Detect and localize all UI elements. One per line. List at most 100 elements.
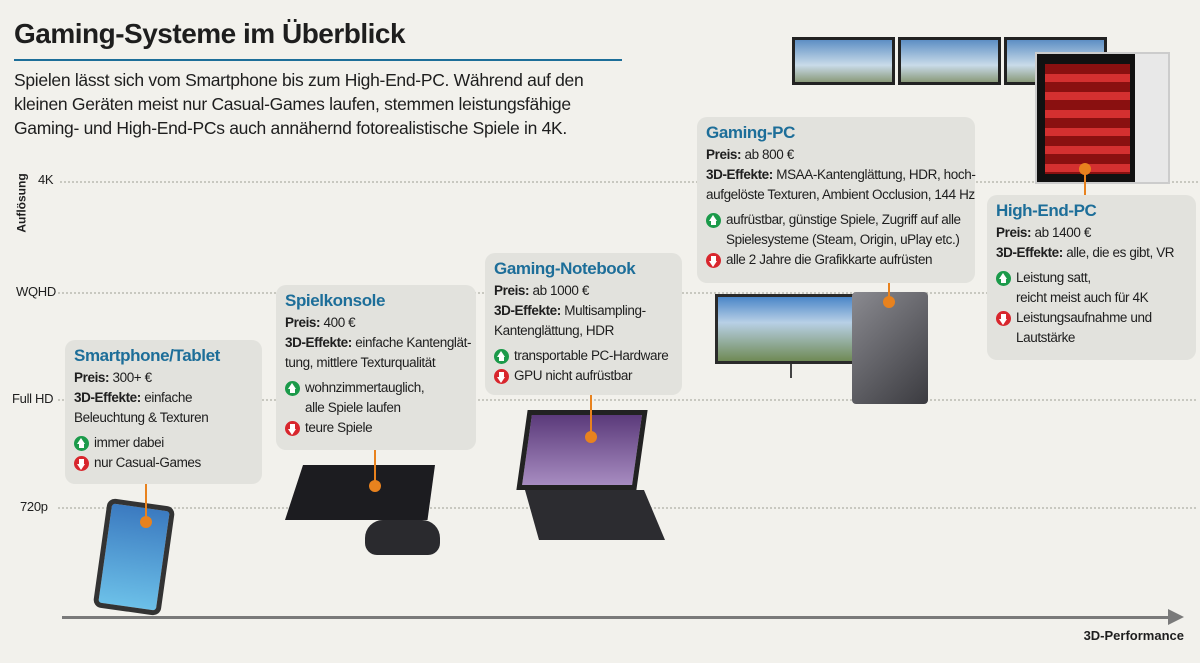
- con-text: nur Casual-Games: [94, 455, 201, 470]
- con-down-arrow-icon: [706, 253, 721, 268]
- connector: [590, 395, 592, 435]
- con-text: Lautstärke: [1016, 330, 1076, 345]
- effects-text: alle, die es gibt, VR: [1066, 245, 1175, 260]
- system-card-gaming-pc: Gaming-PC Preis: ab 800 € 3D-Effekte: MS…: [697, 117, 976, 283]
- connector: [374, 450, 376, 485]
- pro-item: transportable PC-Hardware: [494, 346, 673, 366]
- gridline-4k: [60, 181, 1198, 183]
- title-underline: [14, 59, 622, 61]
- controller-illustration: [365, 520, 440, 555]
- effects-text: Kantenglättung, HDR: [494, 323, 614, 338]
- effects-text: Beleuchtung & Texturen: [74, 410, 209, 425]
- gridline-fullhd: [58, 399, 1196, 401]
- con-text: alle 2 Jahre die Grafikkarte aufrüsten: [726, 252, 933, 267]
- effects-label: 3D-Effekte:: [74, 390, 141, 405]
- con-item: Leistungsaufnahme und: [996, 308, 1187, 328]
- pro-text: Leistung satt,: [1016, 270, 1091, 285]
- connector: [1084, 165, 1086, 195]
- effects-text: tung, mittlere Texturqualität: [285, 355, 436, 370]
- con-text: teure Spiele: [305, 420, 373, 435]
- intro-line: kleinen Geräten meist nur Casual-Games l…: [14, 94, 571, 114]
- card-title: Smartphone/Tablet: [74, 346, 220, 365]
- price-value: ab 800 €: [744, 147, 794, 162]
- pro-text: transportable PC-Hardware: [514, 348, 669, 363]
- x-axis-line: [62, 616, 1172, 619]
- card-title: Gaming-Notebook: [494, 259, 636, 278]
- con-text: GPU nicht aufrüstbar: [514, 368, 633, 383]
- connector: [145, 484, 147, 520]
- pro-up-arrow-icon: [494, 349, 509, 364]
- effects-label: 3D-Effekte:: [706, 167, 773, 182]
- pro-text: aufrüstbar, günstige Spiele, Zugriff auf…: [726, 212, 961, 227]
- pro-text: reicht meist auch für 4K: [1016, 290, 1149, 305]
- effects-text: MSAA-Kantenglättung, HDR, hoch-: [776, 167, 976, 182]
- pro-up-arrow-icon: [706, 213, 721, 228]
- pro-item: immer dabei: [74, 433, 253, 453]
- smartphone-illustration: [92, 497, 176, 617]
- con-item: teure Spiele: [285, 418, 467, 438]
- card-title: Spielkonsole: [285, 291, 386, 310]
- price-value: 300+ €: [112, 370, 152, 385]
- con-text: Leistungsaufnahme und: [1016, 310, 1152, 325]
- pro-text: wohnzimmertauglich,: [305, 380, 425, 395]
- y-axis-label: Auflösung: [14, 173, 29, 233]
- con-item: GPU nicht aufrüstbar: [494, 366, 673, 386]
- connector-dot: [585, 431, 597, 443]
- price-value: ab 1400 €: [1034, 225, 1091, 240]
- price-label: Preis:: [996, 225, 1032, 240]
- con-item: alle 2 Jahre die Grafikkarte aufrüsten: [706, 250, 966, 270]
- connector-dot: [369, 480, 381, 492]
- connector-dot: [140, 516, 152, 528]
- pro-item: wohnzimmertauglich,: [285, 378, 467, 398]
- x-axis-label: 3D-Performance: [1083, 628, 1184, 643]
- x-axis-arrow-icon: [1168, 609, 1184, 625]
- card-title: High-End-PC: [996, 201, 1097, 220]
- laptop-illustration: [516, 410, 648, 490]
- pro-text: alle Spiele laufen: [305, 400, 401, 415]
- effects-label: 3D-Effekte:: [285, 335, 352, 350]
- laptop-keyboard: [525, 490, 665, 540]
- con-down-arrow-icon: [285, 421, 300, 436]
- connector: [888, 283, 890, 303]
- pro-item: Leistung satt,: [996, 268, 1187, 288]
- effects-text: einfache Kantenglät-: [355, 335, 472, 350]
- effects-label: 3D-Effekte:: [494, 303, 561, 318]
- pro-up-arrow-icon: [996, 271, 1011, 286]
- pro-up-arrow-icon: [74, 436, 89, 451]
- card-title: Gaming-PC: [706, 123, 795, 142]
- page-title: Gaming-Systeme im Überblick: [14, 18, 406, 49]
- system-card-console: Spielkonsole Preis: 400 € 3D-Effekte: ei…: [276, 285, 476, 450]
- gaming-pc-tower: [852, 292, 928, 404]
- connector-dot: [883, 296, 895, 308]
- price-value: ab 1000 €: [532, 283, 589, 298]
- monitor-stand: [790, 364, 792, 378]
- price-label: Preis:: [285, 315, 321, 330]
- intro-line: Spielen lässt sich vom Smartphone bis zu…: [14, 70, 584, 90]
- y-level-fullhd: Full HD: [12, 391, 54, 406]
- pro-up-arrow-icon: [285, 381, 300, 396]
- effects-text: einfache: [144, 390, 193, 405]
- intro-line: Gaming- und High-End-PCs auch annähernd …: [14, 118, 567, 138]
- price-label: Preis:: [706, 147, 742, 162]
- con-down-arrow-icon: [996, 311, 1011, 326]
- y-level-720p: 720p: [20, 499, 48, 514]
- effects-label: 3D-Effekte:: [996, 245, 1063, 260]
- effects-text: Multisampling-: [564, 303, 646, 318]
- system-card-high-end-pc: High-End-PC Preis: ab 1400 € 3D-Effekte:…: [987, 195, 1196, 360]
- con-down-arrow-icon: [74, 456, 89, 471]
- console-illustration: [285, 465, 435, 520]
- con-item: nur Casual-Games: [74, 453, 253, 473]
- connector-dot: [1079, 163, 1091, 175]
- price-label: Preis:: [494, 283, 530, 298]
- pro-item: aufrüstbar, günstige Spiele, Zugriff auf…: [706, 210, 966, 230]
- system-card-notebook: Gaming-Notebook Preis: ab 1000 € 3D-Effe…: [485, 253, 682, 395]
- high-end-pc-tower: [1035, 52, 1170, 184]
- pro-text: immer dabei: [94, 435, 164, 450]
- price-value: 400 €: [323, 315, 356, 330]
- price-label: Preis:: [74, 370, 110, 385]
- y-level-4k: 4K: [38, 172, 54, 187]
- y-level-wqhd: WQHD: [16, 284, 56, 299]
- gaming-pc-monitor: [715, 294, 865, 364]
- system-card-smartphone: Smartphone/Tablet Preis: 300+ € 3D-Effek…: [65, 340, 262, 484]
- effects-text: aufgelöste Texturen, Ambient Occlusion, …: [706, 187, 975, 202]
